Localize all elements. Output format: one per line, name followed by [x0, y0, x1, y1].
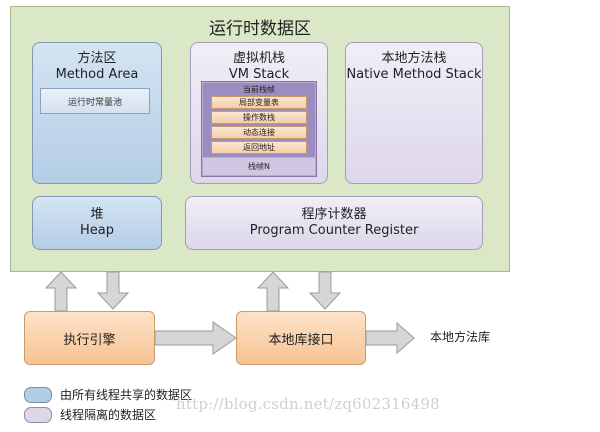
method-area-title-en: Method Area	[55, 67, 139, 82]
stack-frame-n: 栈帧N	[203, 158, 315, 175]
execution-engine-label: 执行引擎	[63, 332, 116, 348]
current-stack-frame-label: 当前栈帧	[243, 85, 275, 94]
frame-item-dynamic-linking: 动态连接	[211, 126, 307, 139]
native-interface-box: 本地库接口	[236, 311, 366, 365]
vm-stack-title-cn: 虚拟机栈	[232, 51, 285, 66]
frame-item-operand-stack: 操作数栈	[211, 111, 307, 124]
native-method-library-label: 本地方法库	[430, 330, 491, 344]
arrow-engine-to-runtime	[44, 271, 78, 312]
program-counter-register-box: 程序计数器 Program Counter Register	[185, 196, 483, 250]
heap-box: 堆 Heap	[32, 196, 162, 250]
legend-isolated-swatch	[24, 406, 52, 423]
arrow-interface-to-runtime	[256, 271, 290, 312]
arrow-engine-to-interface	[154, 321, 237, 355]
heap-title-en: Heap	[80, 223, 114, 238]
watermark: http://blog.csdn.net/zq602316498	[176, 395, 440, 413]
pc-register-title-en: Program Counter Register	[249, 223, 419, 238]
pc-register-title-cn: 程序计数器	[301, 207, 367, 222]
arrow-runtime-to-interface	[308, 271, 342, 310]
legend-shared-swatch	[24, 386, 52, 403]
execution-engine-box: 执行引擎	[24, 311, 155, 365]
native-method-stack-title-en: Native Method Stack	[346, 67, 482, 82]
native-method-stack-box: 本地方法栈 Native Method Stack	[345, 42, 483, 184]
native-method-stack-title-cn: 本地方法栈	[381, 51, 447, 66]
runtime-data-area-title: 运行时数据区	[209, 19, 311, 39]
runtime-constant-pool: 运行时常量池	[40, 88, 150, 114]
frame-item-local-variables: 局部变量表	[211, 96, 307, 109]
method-area-title-cn: 方法区	[77, 51, 117, 66]
legend-isolated-label: 线程隔离的数据区	[60, 408, 157, 422]
arrow-interface-to-library	[365, 321, 415, 355]
arrow-runtime-to-engine	[96, 271, 130, 310]
frame-item-return-address: 返回地址	[211, 141, 307, 154]
legend-isolated: 线程隔离的数据区	[24, 406, 156, 423]
legend-shared: 由所有线程共享的数据区	[24, 386, 192, 403]
legend-shared-label: 由所有线程共享的数据区	[60, 388, 193, 402]
heap-title-cn: 堆	[90, 207, 104, 222]
native-interface-label: 本地库接口	[268, 332, 334, 348]
vm-stack-title-en: VM Stack	[228, 67, 290, 82]
